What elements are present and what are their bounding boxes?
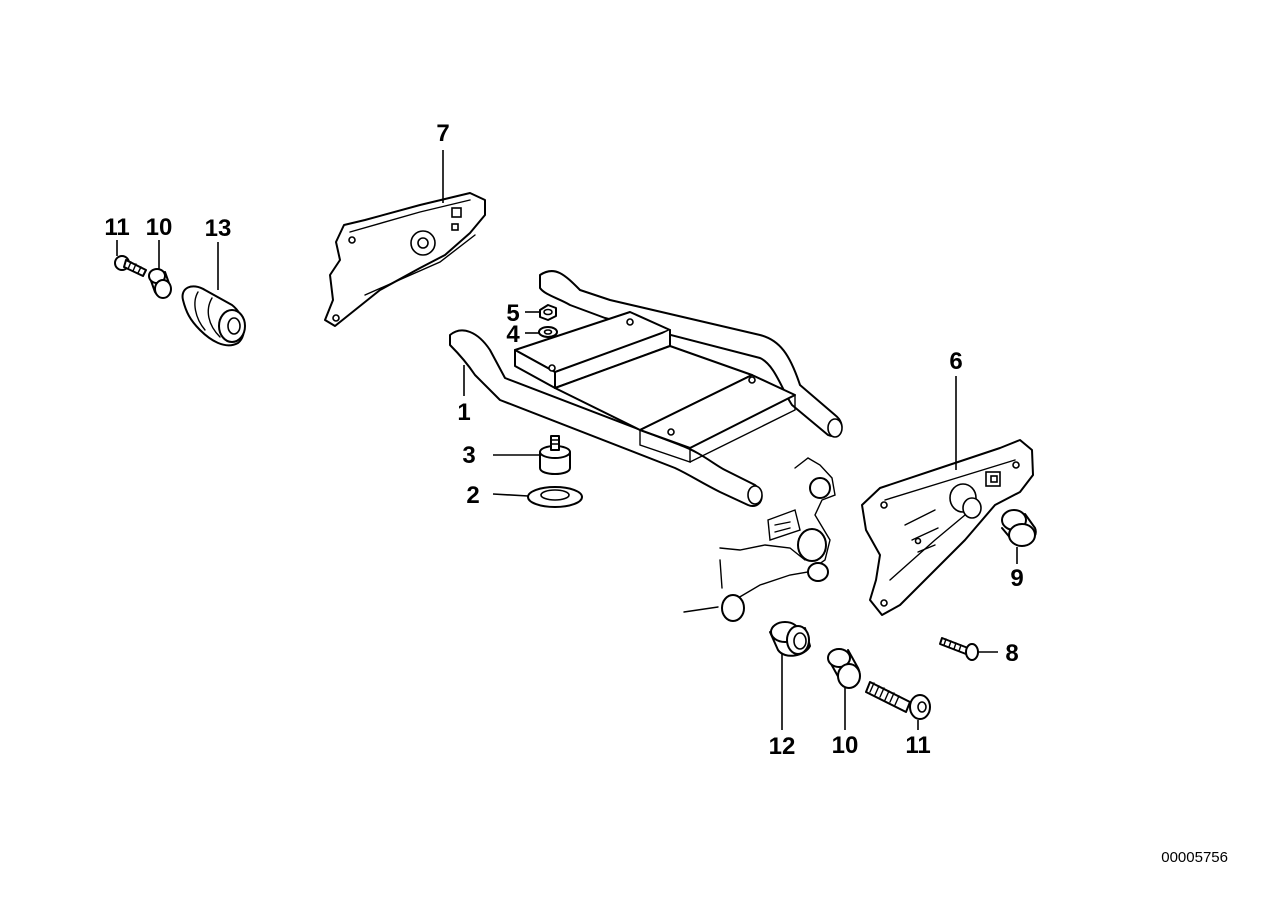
callout-2: 2 <box>466 482 479 509</box>
bracket-7 <box>324 192 486 327</box>
spacer-10-lower <box>827 648 861 689</box>
bracket-6 <box>861 439 1034 616</box>
bushing-12 <box>769 621 811 657</box>
spacer-10-upper <box>148 268 172 299</box>
callout-8: 8 <box>1005 640 1018 667</box>
washer-4 <box>538 326 558 338</box>
callout-10-upper: 10 <box>146 214 173 241</box>
bolt-11-upper <box>114 255 147 277</box>
callout-12: 12 <box>769 733 796 760</box>
callout-11-lower: 11 <box>905 732 930 759</box>
callout-3: 3 <box>462 442 475 469</box>
frame-1 <box>449 270 843 507</box>
engine-housing <box>683 457 836 622</box>
leader-lines <box>116 150 1018 730</box>
callout-5: 5 <box>506 300 519 327</box>
callout-11-upper: 11 <box>104 214 129 241</box>
callout-labels: 7 11 10 13 5 4 1 3 2 6 9 8 12 10 11 <box>104 120 1023 760</box>
callout-9: 9 <box>1010 565 1023 592</box>
nut-5 <box>539 304 557 321</box>
callout-4: 4 <box>506 321 520 348</box>
buffer-13 <box>181 285 246 347</box>
callout-10-lower: 10 <box>832 732 859 759</box>
bushing-9 <box>1001 509 1037 547</box>
rubber-mount-3 <box>539 435 571 475</box>
callout-6: 6 <box>949 348 962 375</box>
washer-2 <box>527 486 583 508</box>
callout-1: 1 <box>457 399 470 426</box>
bolt-8 <box>939 637 979 661</box>
image-code: 00005756 <box>1161 849 1228 866</box>
callout-7: 7 <box>436 120 449 147</box>
bolt-11-lower <box>865 681 931 720</box>
callout-13: 13 <box>205 215 232 242</box>
